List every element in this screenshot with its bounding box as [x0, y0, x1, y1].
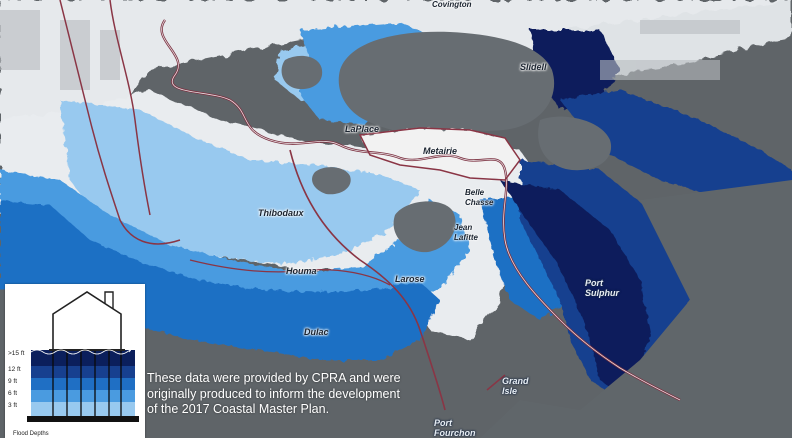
- legend-band-3ft: [31, 402, 135, 416]
- flood-depth-legend: >15 ft 12 ft 9 ft 6 ft 3 ft Flood Depths: [5, 284, 145, 438]
- flood-zone-9ft: [0, 200, 440, 360]
- label-houma: Houma: [286, 266, 317, 276]
- legend-level-12: 12 ft: [8, 366, 21, 373]
- label-covington: Covington: [432, 0, 472, 9]
- legend-band-9ft: [31, 378, 135, 390]
- house-diagram: [27, 291, 139, 422]
- label-thibodaux: Thibodaux: [258, 208, 304, 218]
- label-belle-chasse: Belle Chasse: [465, 188, 494, 207]
- legend-title: Flood Depths: [13, 431, 49, 437]
- legend-level-9: 9 ft: [8, 378, 18, 385]
- lake-pontchartrain: [338, 31, 555, 135]
- legend-ground: [27, 416, 139, 422]
- house-chimney: [104, 291, 114, 309]
- label-port-fourchon: Port Fourchon: [434, 418, 476, 438]
- house-stilts: [52, 350, 122, 416]
- houma-levee: [189, 259, 391, 286]
- label-dulac: Dulac: [304, 327, 329, 337]
- lake-maurepas: [281, 55, 323, 90]
- urban-new-orleans: [360, 128, 520, 180]
- label-laplace: LaPlace: [345, 124, 380, 134]
- legend-level-6: 6 ft: [8, 390, 18, 397]
- lake-salvador: [393, 201, 456, 253]
- mississippi-river-outline: [161, 19, 681, 401]
- atchafalaya-levee-east: [109, 0, 151, 216]
- legend-level-15: >15 ft: [8, 350, 25, 357]
- legend-band-12ft: [31, 366, 135, 378]
- label-larose: Larose: [395, 274, 425, 284]
- label-slidell: Slidell: [520, 62, 547, 72]
- grand-isle-coast: [486, 374, 506, 391]
- label-metairie: Metairie: [423, 146, 458, 156]
- atchafalaya-levee-west: [59, 0, 181, 245]
- lake-borgne: [538, 116, 612, 171]
- legend-band-15ft: [31, 350, 135, 366]
- wave-line: [30, 349, 131, 355]
- legend-level-3: 3 ft: [8, 402, 18, 409]
- label-grand-isle: Grand Isle: [502, 376, 529, 396]
- flood-zone-12ft-east: [560, 90, 792, 210]
- urban-levee-ring: [358, 127, 521, 181]
- urban-grid: [0, 10, 740, 90]
- label-jean-lafitte: Jean Lafitte: [454, 223, 478, 242]
- flood-zone-3ft: [60, 100, 420, 265]
- flood-zone-15ft: [500, 180, 650, 395]
- bayou-lafourche: [289, 149, 446, 411]
- label-port-sulphur: Port Sulphur: [585, 278, 619, 298]
- house-icon: [52, 291, 122, 350]
- gulf-lower: [480, 180, 792, 438]
- data-source-note: These data were provided by CPRA and wer…: [147, 371, 401, 417]
- legend-band-6ft: [31, 390, 135, 402]
- lac-des-allemands: [312, 167, 351, 195]
